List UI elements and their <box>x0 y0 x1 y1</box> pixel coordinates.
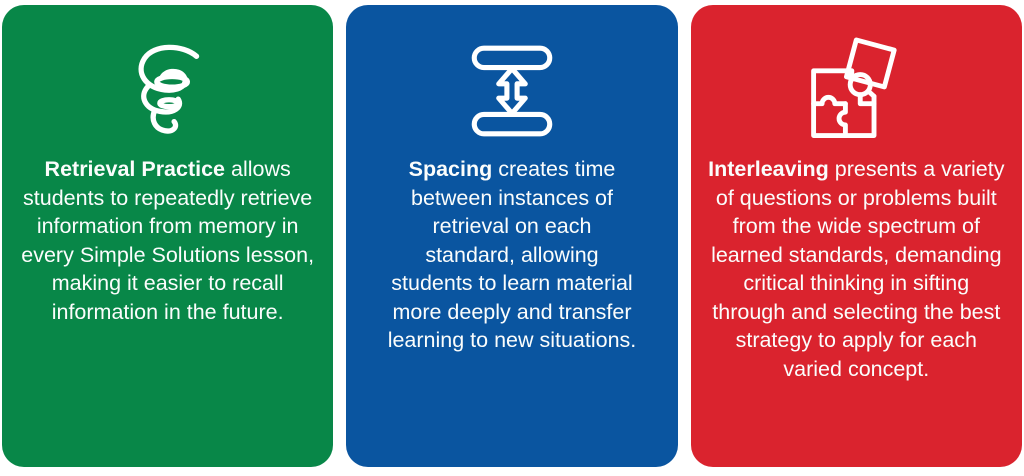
card-description-text: creates time between instances of retrie… <box>387 157 637 352</box>
puzzle-pieces-icon <box>811 37 897 138</box>
card-description-text: allows students to repeatedly retrieve i… <box>21 157 315 324</box>
card-description-text: presents a variety of questions or probl… <box>711 157 1005 381</box>
card-spacing: Spacing creates time between instances o… <box>346 5 678 467</box>
tornado-icon <box>138 44 199 134</box>
card-retrieval-practice: Retrieval Practice allows students to re… <box>2 5 334 467</box>
card-term: Retrieval Practice <box>44 157 226 181</box>
card-icon <box>803 35 909 147</box>
card-term: Spacing <box>408 157 493 181</box>
card-description: Retrieval Practice allows students to re… <box>20 155 316 326</box>
card-icon <box>461 35 563 147</box>
card-term: Interleaving <box>708 157 829 181</box>
card-interleaving: Interleaving presents a variety of quest… <box>690 5 1022 467</box>
card-description: Spacing creates time between instances o… <box>386 155 638 355</box>
card-description: Interleaving presents a variety of quest… <box>706 155 1006 383</box>
spacing-arrows-icon <box>471 45 553 137</box>
card-icon <box>117 35 219 147</box>
